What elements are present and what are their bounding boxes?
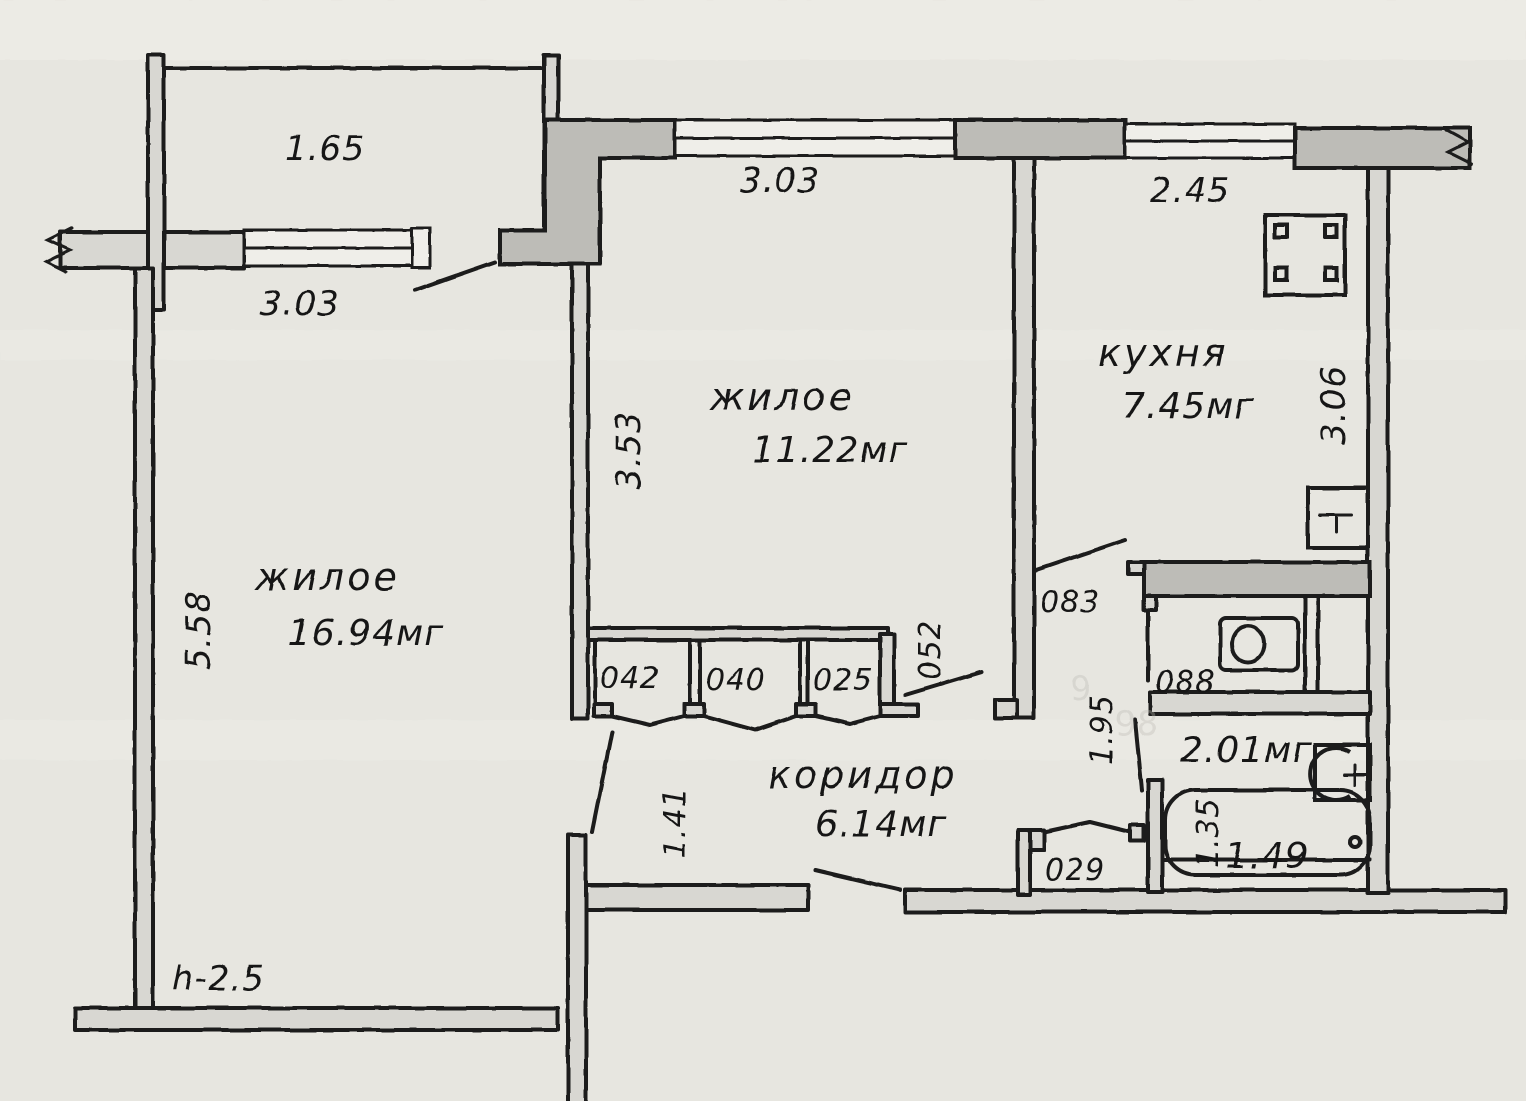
dim-bath-length: 1.35 xyxy=(1191,797,1226,868)
bathroom-walls xyxy=(1133,594,1372,894)
room-area-large: 16.94мг xyxy=(288,613,444,654)
small-room-walls xyxy=(993,156,1036,720)
toilet-icon xyxy=(1218,616,1300,672)
svg-text:9: 9 xyxy=(1070,669,1092,709)
room-name-large: жилое xyxy=(254,555,400,599)
dim-toilet-width: 088 xyxy=(1155,665,1215,700)
dim-kitchen-length: 3.06 xyxy=(1314,365,1354,445)
dim-closet-3: 025 xyxy=(813,663,873,698)
large-room-outer-wall xyxy=(42,118,677,292)
room-labels: жилое 16.94мг жилое 11.22мг кухня 7.45мг… xyxy=(254,331,1312,877)
ceiling-height: h-2.5 xyxy=(172,959,265,999)
dim-balcony-width: 1.65 xyxy=(285,129,365,169)
large-room-walls xyxy=(73,262,590,1101)
paper-texture xyxy=(0,0,1526,760)
closets xyxy=(586,626,984,732)
room-name-corridor: коридор xyxy=(768,753,958,797)
kitchen-walls xyxy=(1034,166,1390,895)
dim-wc-block-length: 1.95 xyxy=(1085,694,1120,765)
dim-kitchen-width: 2.45 xyxy=(1150,171,1230,211)
dim-closet-1: 042 xyxy=(600,661,660,696)
room-name-kitchen: кухня xyxy=(1098,331,1229,375)
dim-storage: 029 xyxy=(1045,853,1105,888)
dimension-labels: 1.65 3.03 3.03 2.45 5.58 3.53 3.06 042 0… xyxy=(172,129,1354,999)
dim-kitchen-door: 083 xyxy=(1040,585,1100,620)
dim-small-room-length: 3.53 xyxy=(609,410,649,490)
room-area-small: 11.22мг xyxy=(752,430,908,471)
dim-large-room-length: 5.58 xyxy=(179,590,219,670)
balcony xyxy=(146,53,560,312)
room-area-toilet: 2.01мг xyxy=(1180,730,1312,771)
corridor-walls xyxy=(584,730,1507,914)
room-area-bathroom: 1.49 xyxy=(1225,836,1309,877)
sink-icon xyxy=(1306,486,1370,550)
bathtub-icon xyxy=(1163,788,1372,877)
storage-closet xyxy=(1016,820,1146,897)
room-name-small: жилое xyxy=(709,375,855,419)
dim-closet-2: 040 xyxy=(706,663,766,698)
dim-small-room-width: 3.03 xyxy=(740,161,820,201)
room-area-corridor: 6.14мг xyxy=(815,804,947,845)
dim-closet-depth: 052 xyxy=(913,620,948,680)
dim-large-room-width: 3.03 xyxy=(260,284,340,324)
bleed-through: 9 98 xyxy=(1070,669,1158,744)
stove-icon xyxy=(1263,213,1347,297)
washbasin-icon xyxy=(1308,743,1372,802)
svg-text:98: 98 xyxy=(1115,704,1158,744)
dim-corridor-width: 1.41 xyxy=(658,787,693,858)
room-area-kitchen: 7.45мг xyxy=(1122,386,1254,427)
top-outer-wall xyxy=(673,118,1474,170)
